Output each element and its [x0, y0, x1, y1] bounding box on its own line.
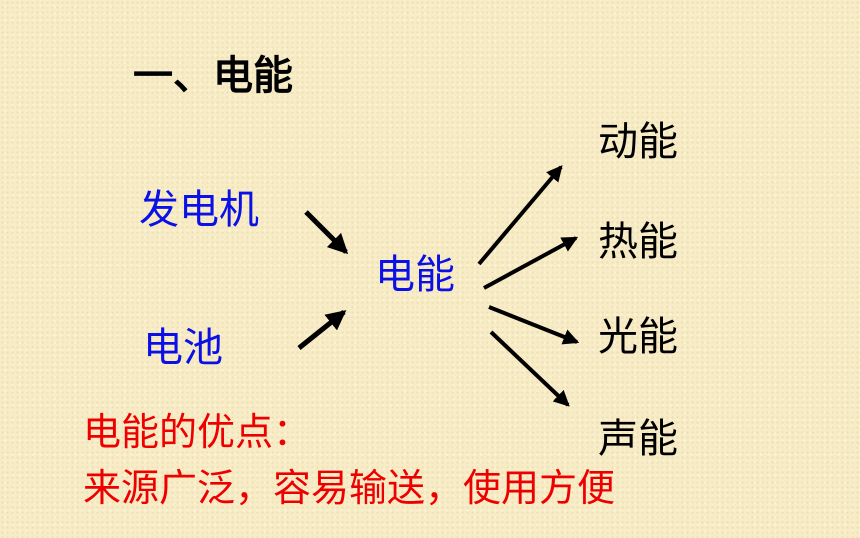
arrow-battery-to-center — [297, 310, 347, 350]
slide-title: 一、电能 — [133, 53, 293, 99]
output-sound-energy: 声能 — [598, 416, 678, 462]
output-light-energy: 光能 — [598, 314, 678, 360]
arrow-generator-to-center — [304, 210, 349, 255]
arrow-center-to-light — [488, 305, 580, 345]
advantage-text: 来源广泛，容易输送，使用方便 — [83, 466, 616, 510]
center-electric-energy: 电能 — [375, 252, 455, 298]
arrow-center-to-kinetic — [477, 165, 563, 266]
arrow-center-to-sound — [489, 330, 570, 407]
output-kinetic-energy: 动能 — [598, 119, 678, 165]
arrow-center-to-heat — [483, 236, 579, 290]
output-heat-energy: 热能 — [598, 219, 678, 265]
source-generator: 发电机 — [139, 187, 259, 233]
advantage-heading: 电能的优点： — [83, 410, 312, 454]
source-battery: 电池 — [143, 325, 223, 371]
